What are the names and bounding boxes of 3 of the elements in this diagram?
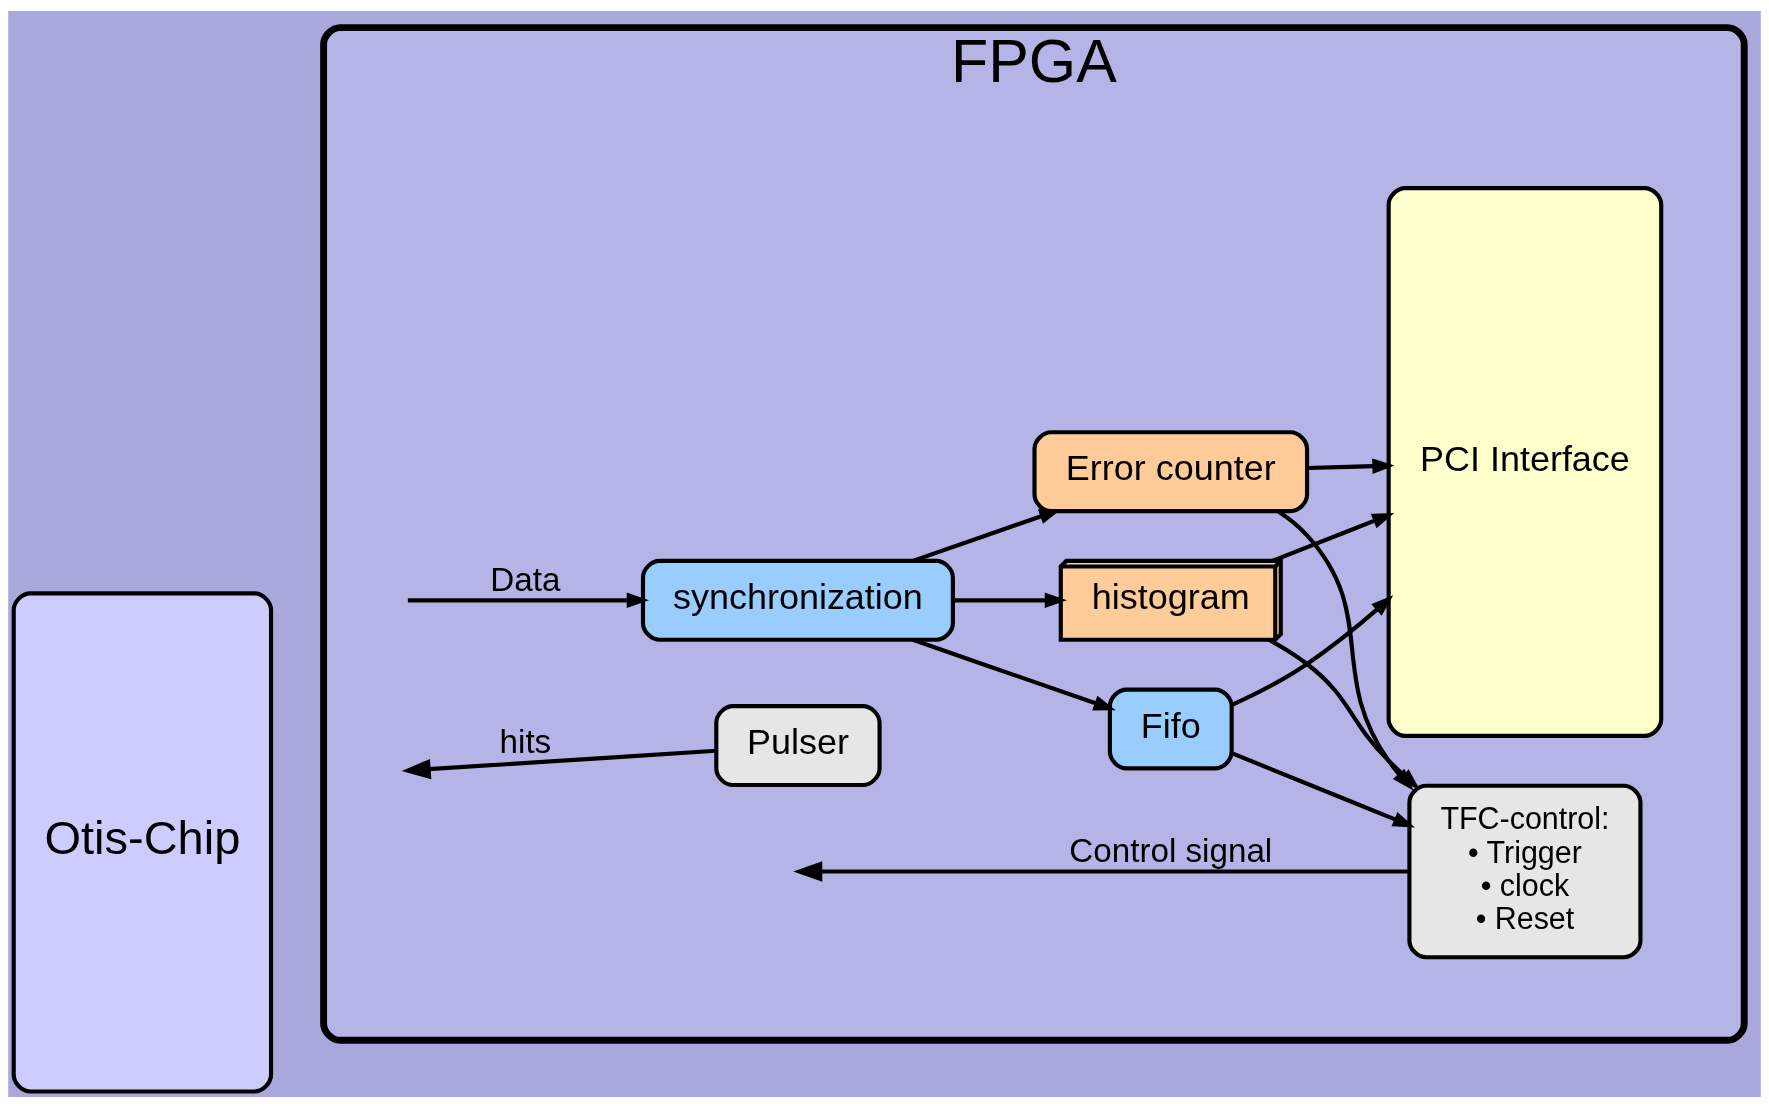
edge-label: hits [499,722,552,760]
edge-label: Control signal [1069,831,1273,869]
edge-label: Data [490,560,561,598]
